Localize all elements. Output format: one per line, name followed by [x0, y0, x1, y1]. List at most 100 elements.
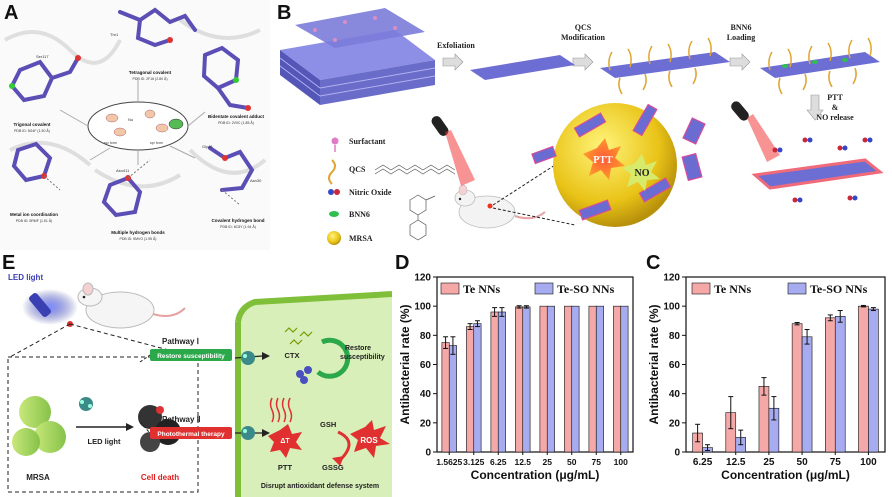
- led-device: [29, 293, 51, 317]
- bar-te-nns-75: [825, 317, 836, 453]
- bar-te-nns-12.5: [515, 306, 524, 453]
- bar-te-so-nns-12.5: [522, 306, 531, 453]
- nanoparticle-icon: [79, 397, 93, 411]
- site-4-name: Metal ion coordination: [10, 212, 58, 217]
- x-tick-label: 3.125: [463, 457, 485, 467]
- panel-e: LED light MRSA LED light Cell death Path…: [0, 252, 392, 497]
- y-tick-label: 40: [669, 389, 681, 400]
- panel-d-label: D: [395, 252, 410, 274]
- x-tick-label: 100: [614, 457, 628, 467]
- bar-te-so-nns-1.5625: [448, 345, 457, 453]
- site-4-pdb: PDB ID: 5RMF (1.51 Å): [16, 218, 53, 223]
- bar-te-nns-6.25: [490, 311, 499, 453]
- bar-te-nns-75: [588, 305, 597, 453]
- legend-label-0: Te NNs: [714, 282, 752, 296]
- center-sp3: sp³ form: [150, 141, 163, 145]
- panel-c-label: C: [646, 252, 661, 274]
- site-2-name: Tetragonal covalent: [129, 70, 172, 75]
- step-exfoliation: Exfoliation: [437, 41, 475, 50]
- bar-te-nns-50: [791, 323, 803, 453]
- y-tick-label: 20: [669, 418, 681, 429]
- np-inside-1: [241, 351, 255, 365]
- x-axis-label: Concentration (μg/mL): [471, 468, 600, 482]
- mrsa-label: MRSA: [26, 473, 50, 482]
- ros-burst: [350, 420, 390, 458]
- site-5-pdb: PDB ID: 5MVO (1.95 Å): [120, 236, 157, 241]
- step-and: &: [832, 103, 839, 112]
- site-1-pdb: PDB ID: 5G4F (1.50 Å): [14, 128, 50, 133]
- y-tick-label: 40: [420, 389, 432, 400]
- x-tick-label: 75: [830, 457, 842, 468]
- center-nu: Nu: [128, 117, 133, 122]
- site-6-name: Covalent hydrogen bond: [211, 218, 264, 223]
- panel-a-figure: Thr1 Ser117 Gly48 Asn411 Asn30 Nu sp² fo…: [0, 0, 270, 250]
- bar-te-so-nns-75: [595, 305, 604, 453]
- bar-te-nns-1.5625: [441, 342, 450, 453]
- y-tick-label: 60: [669, 360, 681, 371]
- center-sp2: sp² form: [104, 141, 117, 145]
- ros-label: ROS: [360, 436, 378, 445]
- residue-asn30: Asn30: [250, 178, 262, 183]
- site-6-pdb: PDB ID: 6C8Y (1.94 Å): [220, 224, 256, 229]
- y-axis-label: Antibacterial rate (%): [647, 304, 661, 424]
- layered-block: [279, 8, 436, 105]
- legend-qcs: QCS: [349, 165, 366, 174]
- site-3-pdb: PDB ID: 2V0C (1.85 Å): [218, 120, 254, 125]
- step-no-release: NO release: [816, 113, 854, 122]
- bar-te-nns-25: [758, 386, 770, 453]
- no-burst: [622, 154, 660, 191]
- bar-te-so-nns-75: [834, 316, 846, 453]
- legend-mrsa: MRSA: [349, 234, 373, 243]
- bar-te-nns-100: [858, 305, 869, 453]
- laser-probe-left: [431, 116, 475, 186]
- x-tick-label: 25: [543, 457, 553, 467]
- y-tick-label: 100: [414, 302, 431, 313]
- panel-b-figure: Exfoliation QCS Modification BNN6 Loadin…: [279, 8, 884, 245]
- y-tick-label: 60: [420, 360, 432, 371]
- residue-thr1: Thr1: [110, 32, 119, 37]
- site-5-name: Multiple hydrogen bonds: [111, 230, 165, 235]
- qcs-structure: [374, 164, 456, 175]
- y-tick-label: 0: [425, 448, 431, 459]
- bar-te-nns-3.125: [466, 326, 475, 453]
- x-axis-label: Concentration (μg/mL): [721, 468, 850, 482]
- panel-a-label: A: [4, 2, 19, 24]
- pathway-1-tag: Restore susceptibility: [157, 353, 225, 360]
- ptt-label-e: PTT: [278, 463, 293, 472]
- cell-death-label: Cell death: [141, 473, 179, 482]
- pathway-2-tag: Photothermal therapy: [157, 431, 225, 438]
- x-tick-label: 12.5: [514, 457, 531, 467]
- bar-te-so-nns-100: [868, 308, 879, 453]
- y-tick-label: 80: [669, 331, 681, 342]
- panel-b-legend: [327, 137, 341, 245]
- x-tick-label: 1.5625: [436, 457, 462, 467]
- bar-te-nns-100: [613, 305, 622, 453]
- gssg-label: GSSG: [322, 463, 344, 472]
- delta-t: ΔT: [280, 438, 290, 445]
- y-tick-label: 20: [420, 418, 432, 429]
- plot-frame: [685, 276, 886, 453]
- mouse: [454, 184, 546, 229]
- exfoliated-sheet: [470, 55, 575, 80]
- x-tick-label: 12.5: [726, 457, 746, 468]
- legend-label-1: Te-SO NNs: [810, 282, 868, 296]
- panel-e-figure: LED light MRSA LED light Cell death Path…: [7, 273, 392, 497]
- y-axis-label: Antibacterial rate (%): [398, 304, 412, 424]
- panel-e-label: E: [2, 252, 16, 274]
- bar-te-so-nns-50: [571, 305, 580, 453]
- bubble-ptt: PTT: [593, 155, 613, 166]
- site-2-pdb: PDB ID: 2F16 (2.80 Å): [132, 76, 167, 81]
- restore-line1: Restore: [345, 345, 371, 352]
- led-glow: [22, 289, 78, 325]
- y-tick-label: 100: [663, 302, 680, 313]
- bar-te-nns-50: [564, 305, 573, 453]
- step-bnn6: BNN6: [731, 23, 752, 32]
- bnn6-sheet: [760, 37, 880, 95]
- pathway-1-label: Pathway Ⅰ: [162, 337, 199, 346]
- bar-te-so-nns-100: [620, 305, 629, 453]
- legend-label-1: Te-SO NNs: [557, 282, 615, 296]
- bubble-no: NO: [635, 168, 650, 179]
